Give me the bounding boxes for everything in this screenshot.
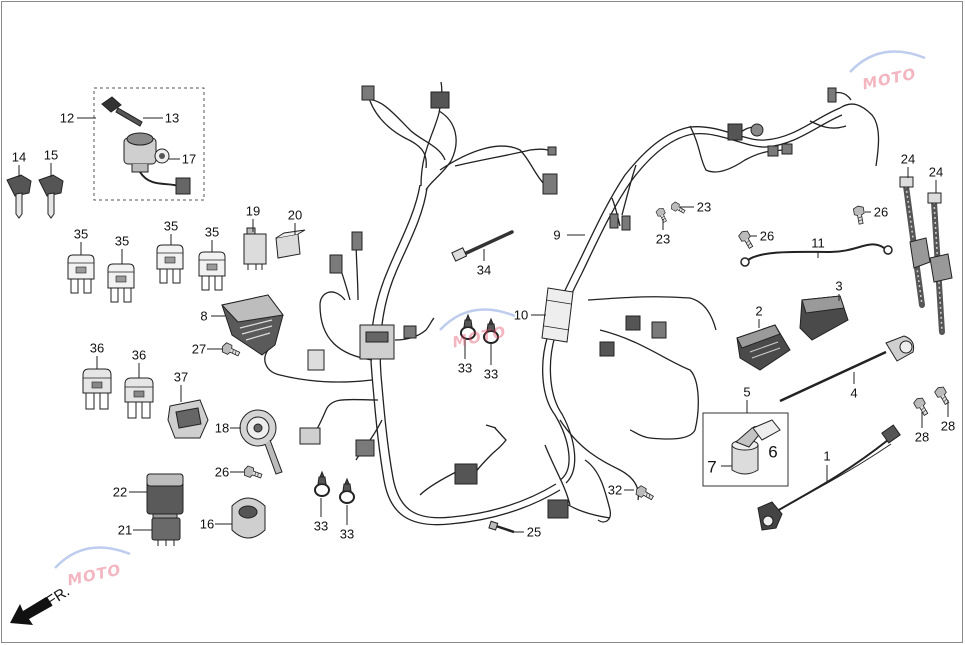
screw-23-b <box>655 206 670 224</box>
callout-24-a: 24 <box>900 151 916 167</box>
fuse-35-c <box>156 244 184 284</box>
callout-35-c: 35 <box>163 218 179 234</box>
callout-18: 18 <box>214 420 230 436</box>
relay-19 <box>243 227 267 270</box>
cable-tie-24-a <box>899 176 931 308</box>
callout-16: 16 <box>199 516 215 532</box>
callout-35-a: 35 <box>73 226 89 242</box>
part-7 <box>731 445 759 475</box>
fuse-36-b <box>124 377 154 419</box>
fuse-box-cover-8 <box>221 294 284 356</box>
fuse-35-d <box>198 251 226 291</box>
callout-36-a: 36 <box>89 340 105 356</box>
callout-25: 25 <box>526 524 542 540</box>
callout-5: 5 <box>743 384 751 400</box>
relay-22 <box>146 473 184 519</box>
part-6 <box>752 419 781 441</box>
callout-22: 22 <box>112 484 128 500</box>
callout-26-c: 26 <box>873 204 889 220</box>
relay-21 <box>151 517 181 546</box>
callout-9: 9 <box>553 227 561 243</box>
key-13 <box>101 96 122 113</box>
key-set-dashed-box <box>93 87 205 201</box>
key-15 <box>38 174 64 219</box>
callout-8: 8 <box>200 308 208 324</box>
key-set-12 <box>93 87 205 201</box>
callout-17: 17 <box>181 151 197 167</box>
callout-36-b: 36 <box>131 347 147 363</box>
callout-13: 13 <box>164 110 180 126</box>
callout-33-c: 33 <box>313 518 329 534</box>
bolt-26-horn <box>242 464 264 482</box>
callout-33-a: 33 <box>457 360 473 376</box>
callout-2: 2 <box>755 303 763 319</box>
callout-37: 37 <box>173 369 189 385</box>
callout-33-d: 33 <box>339 526 355 542</box>
assembly-box-5 <box>702 412 789 487</box>
callout-24-b: 24 <box>928 164 944 180</box>
callout-3: 3 <box>835 278 843 294</box>
callout-7: 7 <box>707 457 717 477</box>
screw-25 <box>488 520 515 534</box>
ground-wire-11 <box>740 243 893 267</box>
callout-32: 32 <box>607 482 623 498</box>
callout-10: 10 <box>513 307 529 323</box>
callout-27: 27 <box>191 341 207 357</box>
callout-34: 34 <box>476 262 492 278</box>
clip-33-c <box>314 471 330 497</box>
bolt-26-b <box>737 228 756 251</box>
leader-lines <box>18 117 949 533</box>
callout-12: 12 <box>59 110 75 126</box>
front-direction-arrow-icon <box>10 597 52 625</box>
callout-11: 11 <box>811 235 825 251</box>
callout-26-a: 26 <box>214 464 230 480</box>
callout-6: 6 <box>768 442 778 462</box>
connector-37 <box>167 399 209 439</box>
callout-28-a: 28 <box>914 429 930 445</box>
bolt-28-b <box>933 384 952 407</box>
fuse-35-a <box>67 254 95 294</box>
clip-33-d <box>339 478 355 504</box>
callout-21: 21 <box>117 522 133 538</box>
sensor-1 <box>757 424 901 531</box>
watermark-swoosh-icons <box>54 50 926 569</box>
cable-tie-24-b <box>927 192 953 335</box>
bolt-26-c <box>852 204 867 226</box>
switch-connector <box>175 177 191 195</box>
callout-4: 4 <box>850 385 858 401</box>
callout-35-d: 35 <box>204 224 220 240</box>
relay-20 <box>275 229 306 259</box>
callout-23-a: 23 <box>696 199 712 215</box>
callout-23-b: 23 <box>655 231 671 247</box>
fuse-36-a <box>82 368 112 410</box>
bolt-27 <box>220 341 242 360</box>
callout-14: 14 <box>11 149 27 165</box>
fuse-35-b <box>107 263 135 303</box>
callout-26-b: 26 <box>759 228 775 244</box>
callout-35-b: 35 <box>114 233 130 249</box>
horn-18 <box>239 409 283 475</box>
callout-19: 19 <box>245 203 261 219</box>
callout-15: 15 <box>43 147 59 163</box>
callout-1: 1 <box>823 448 831 464</box>
sensor-4 <box>779 335 915 403</box>
regulator-module-2 <box>736 324 791 371</box>
key-14 <box>6 174 32 219</box>
callout-33-b: 33 <box>483 366 499 382</box>
harness-connectors <box>299 85 837 519</box>
callout-20: 20 <box>287 207 303 223</box>
module-3 <box>799 295 849 341</box>
rubber-boot-16 <box>231 497 266 539</box>
screw-23-a <box>669 200 687 216</box>
callout-28-b: 28 <box>940 418 956 434</box>
harness-sleeve-10 <box>541 287 574 343</box>
cable-tie-34 <box>451 230 514 262</box>
